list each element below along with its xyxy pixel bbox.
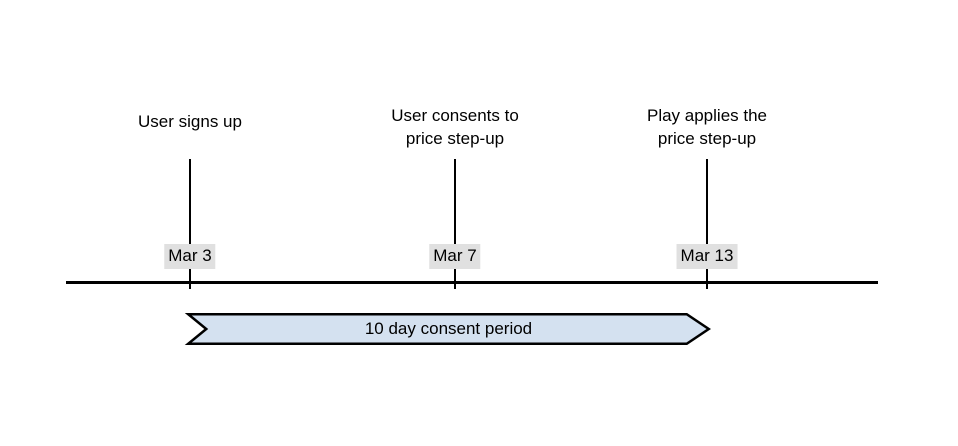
- event-label: User consents to price step-up: [391, 106, 519, 148]
- chevron-arrow-shape: [184, 313, 711, 345]
- event-tick-line: [706, 159, 708, 289]
- event-tick-line: [189, 159, 191, 289]
- event-label: User signs up: [138, 112, 242, 131]
- event-date-chip: Mar 13: [676, 244, 738, 269]
- event-date-chip: Mar 7: [429, 244, 481, 269]
- event-tick-line: [454, 159, 456, 289]
- event-date-chip: Mar 3: [164, 244, 216, 269]
- timeline-axis: [66, 281, 878, 284]
- chevron-arrow-polygon: [184, 313, 711, 345]
- consent-period-banner: 10 day consent period: [184, 313, 711, 345]
- event-label: Play applies the price step-up: [646, 106, 768, 148]
